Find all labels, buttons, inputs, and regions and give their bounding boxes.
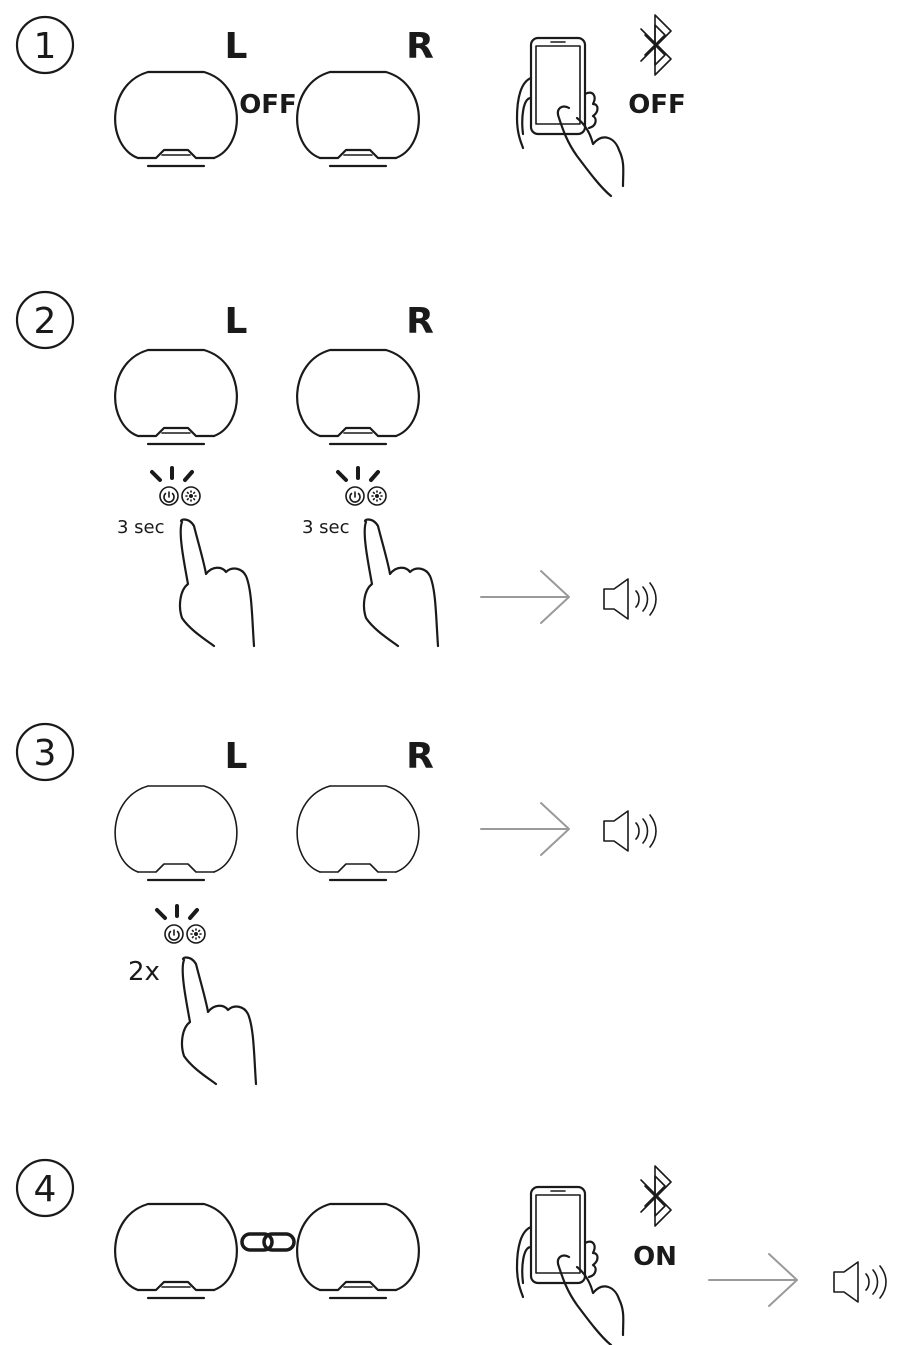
right-press-label: 3 sec [302,517,350,538]
step-number-circle [15,1158,75,1218]
left-press-label: 3 sec [117,517,165,538]
sound-icon [603,578,657,620]
step-number-circle [15,722,75,782]
speaker-icon [296,70,420,168]
right-label: R [406,26,434,67]
left-label: L [225,301,248,342]
sound-icon [603,810,657,852]
arrow-icon [480,802,570,856]
phone-in-hand-icon [515,1185,625,1345]
right-label: R [406,736,434,777]
bluetooth-icon [640,1165,672,1227]
speaker-icon [296,348,420,446]
power-light-buttons [155,904,207,945]
speaker-icon [114,1202,238,1300]
step-3: 3 L R 2x [15,722,657,1086]
step-2: 2 L R 3 sec 3 sec [15,290,657,648]
left-label: L [225,26,248,67]
link-icon [240,1232,296,1252]
step-number: 2 [34,301,57,342]
finger-press-icon [180,956,258,1086]
power-light-buttons [150,466,202,507]
bluetooth-state-label: ON [633,1242,677,1272]
sound-icon [833,1261,887,1303]
speaker-icon [114,348,238,446]
left-label: L [225,736,248,777]
finger-press-icon [178,518,256,648]
speaker-icon [114,70,238,168]
step-number-circle [15,290,75,350]
arrow-icon [480,570,570,624]
bluetooth-icon [640,14,672,76]
speaker-icon [296,1202,420,1300]
speaker-icon [114,785,238,882]
finger-press-icon [362,518,440,648]
step-number-circle [15,15,75,75]
press-count-label: 2x [128,957,160,987]
power-light-buttons [336,466,388,507]
step-number: 3 [34,733,57,774]
arrow-icon [708,1253,798,1307]
bluetooth-state-label: OFF [628,90,686,120]
speaker-state-label: OFF [239,90,297,120]
step-1: 1 L R OFF OFF [15,14,686,198]
step-number: 4 [34,1169,57,1210]
step-4: 4 ON [15,1158,887,1345]
phone-in-hand-icon [515,36,625,198]
speaker-icon [296,785,420,882]
step-number: 1 [34,26,57,67]
right-label: R [406,301,434,342]
